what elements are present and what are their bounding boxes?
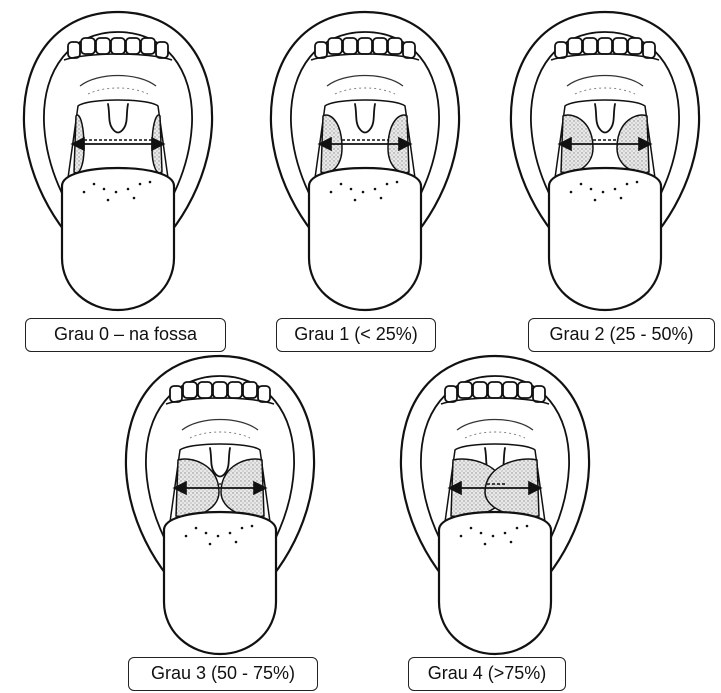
tongue (309, 168, 421, 310)
mouth-diagram-grade-4 (395, 352, 595, 662)
mouth-diagram-grade-3 (120, 352, 320, 662)
tongue (164, 512, 276, 654)
grade-0-label: Grau 0 – na fossa (25, 318, 226, 352)
mouth-drawing (120, 352, 320, 662)
mouth-drawing (505, 8, 705, 318)
mouth-diagram-grade-2 (505, 8, 705, 318)
mouth-diagram-grade-1 (265, 8, 465, 318)
tongue (62, 168, 174, 310)
mouth-drawing (18, 8, 218, 318)
grade-1-label: Grau 1 (< 25%) (276, 318, 436, 352)
tongue (549, 168, 661, 310)
tongue (439, 512, 551, 654)
mouth-drawing (265, 8, 465, 318)
grade-4-label: Grau 4 (>75%) (408, 657, 566, 691)
grade-2-label: Grau 2 (25 - 50%) (528, 318, 715, 352)
mouth-diagram-grade-0 (18, 8, 218, 318)
mouth-drawing (395, 352, 595, 662)
grade-3-label: Grau 3 (50 - 75%) (128, 657, 318, 691)
